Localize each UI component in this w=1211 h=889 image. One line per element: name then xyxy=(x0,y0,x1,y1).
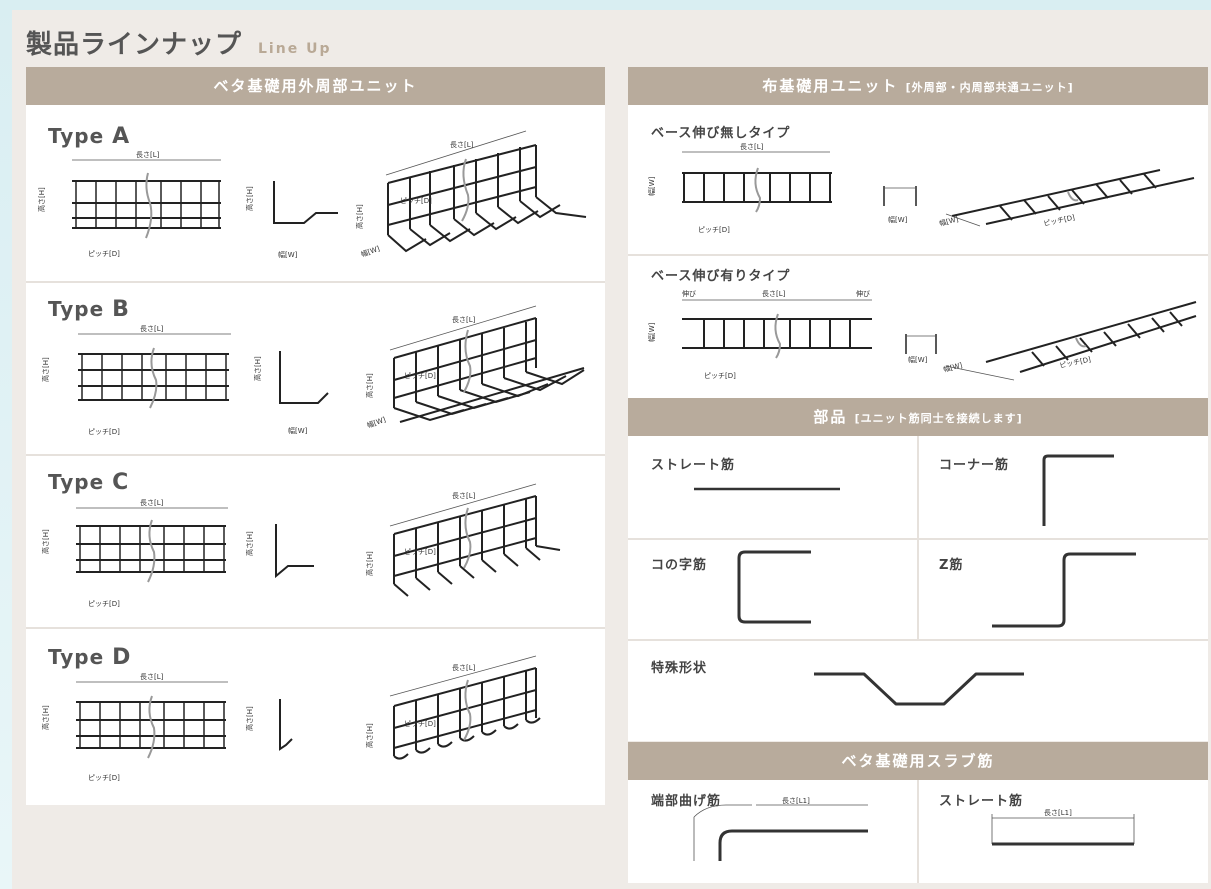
type-d-side-view: 高さ[H] xyxy=(245,699,293,751)
dim-pitch-3d: ピッチ[D] xyxy=(400,197,432,205)
part-z-label: Z筋 xyxy=(939,558,964,573)
left-header: ベタ基礎用外周部ユニット xyxy=(26,67,605,105)
type-c-side-view: 高さ[H] xyxy=(245,524,314,579)
dim-width: 幅[W] xyxy=(647,176,656,196)
dim-width: 幅[W] xyxy=(888,215,908,224)
dim-height: 高さ[H] xyxy=(365,723,374,748)
title-main: 製品ラインナップ xyxy=(26,30,243,60)
slab-end-bent-label: 端部曲げ筋 xyxy=(651,794,722,809)
unit-panel xyxy=(628,105,1208,398)
slab-straight-label: ストレート筋 xyxy=(939,794,1024,809)
dim-height: 高さ[H] xyxy=(245,531,254,556)
dim-length: 長さ[L] xyxy=(452,664,476,672)
dim-pitch: ピッチ[D] xyxy=(88,428,120,436)
dim-pitch: ピッチ[D] xyxy=(88,250,120,258)
dim-height: 高さ[H] xyxy=(37,187,46,212)
base-none-drawing: 長さ[L] 幅[W] ピッチ[D] 幅[W] 幅[W] ピッチ[D] xyxy=(647,143,1195,234)
extension-left: 伸び xyxy=(682,289,696,298)
dim-width: 幅[W] xyxy=(938,214,959,228)
dim-pitch: ピッチ[D] xyxy=(704,372,736,380)
dim-width: 幅[W] xyxy=(942,360,963,374)
dim-height: 高さ[H] xyxy=(253,356,262,381)
part-z-drawing xyxy=(992,552,1136,628)
part-straight-label: ストレート筋 xyxy=(651,458,736,473)
divider xyxy=(26,281,605,283)
type-c-heading: Type C xyxy=(48,470,130,495)
part-special-label: 特殊形状 xyxy=(651,661,708,676)
dim-width: 幅[W] xyxy=(360,244,382,259)
type-b-iso-view: 長さ[L] ピッチ[D] 高さ[H] 幅[W] xyxy=(365,305,585,430)
type-d-front-view: 長さ[L] 高さ[H] ピッチ[D] xyxy=(41,673,228,782)
dim-width: 幅[W] xyxy=(908,355,928,364)
type-b-front-view: 長さ[L] 高さ[H] ピッチ[D] xyxy=(41,325,231,436)
dim-pitch-3d: ピッチ[D] xyxy=(1043,213,1076,228)
dim-length: 長さ[L] xyxy=(740,143,764,151)
vdivider xyxy=(917,780,919,883)
slab-dim-length: 長さ[L1] xyxy=(782,797,810,805)
dim-height: 高さ[H] xyxy=(41,705,50,730)
extension-right: 伸び xyxy=(856,289,870,298)
type-a-front-view: 長さ[L] 高さ[H] ピッチ[D] xyxy=(37,151,221,258)
dim-height: 高さ[H] xyxy=(365,373,374,398)
dim-pitch: ピッチ[D] xyxy=(698,226,730,234)
base-none-label: ベース伸び無しタイプ xyxy=(651,126,791,141)
type-c-iso-view: 長さ[L] ピッチ[D] 高さ[H] xyxy=(365,483,561,597)
parts-header: 部品 [ユニット筋同士を接続します] xyxy=(628,398,1208,436)
dim-length: 長さ[L] xyxy=(140,325,164,333)
dim-pitch-3d: ピッチ[D] xyxy=(404,720,436,728)
part-u-label: コの字筋 xyxy=(651,558,708,573)
type-d-iso-view: 長さ[L] ピッチ[D] 高さ[H] xyxy=(365,655,541,760)
dim-width: 幅[W] xyxy=(366,415,388,430)
dim-length: 長さ[L] xyxy=(452,492,476,500)
divider xyxy=(26,627,605,629)
dim-width: 幅[W] xyxy=(647,322,656,342)
part-u-drawing xyxy=(737,550,811,624)
dim-length: 長さ[L] xyxy=(136,151,160,159)
type-d-heading: Type D xyxy=(48,645,132,670)
divider xyxy=(628,254,1208,256)
dim-pitch-3d: ピッチ[D] xyxy=(404,372,436,380)
dim-length: 長さ[L] xyxy=(452,316,476,324)
base-with-label: ベース伸び有りタイプ xyxy=(651,269,791,284)
dim-height: 高さ[H] xyxy=(41,357,50,382)
slab-dim-length: 長さ[L1] xyxy=(1044,809,1072,817)
base-with-drawing: 伸び 長さ[L] 伸び 幅[W] ピッチ[D] 幅[W] 幅[W] ピッチ[D] xyxy=(647,289,1197,381)
type-a-iso-view: 長さ[L] ピッチ[D] 高さ[H] 幅[W] xyxy=(355,130,587,259)
dim-width: 幅[W] xyxy=(288,426,308,435)
dim-length: 長さ[L] xyxy=(450,141,474,149)
dim-height: 高さ[H] xyxy=(355,204,364,229)
dim-height: 高さ[H] xyxy=(245,706,254,731)
dim-length: 長さ[L] xyxy=(140,673,164,681)
slab-header: ベタ基礎用スラブ筋 xyxy=(628,742,1208,780)
unit-header: 布基礎用ユニット [外周部・内周部共通ユニット] xyxy=(628,67,1208,105)
slab-end-bent-drawing: 長さ[L1] xyxy=(693,797,868,861)
part-special-drawing xyxy=(814,672,1024,706)
dim-pitch: ピッチ[D] xyxy=(88,774,120,782)
part-straight-drawing xyxy=(694,487,840,491)
divider xyxy=(26,454,605,456)
divider xyxy=(628,639,1208,641)
dim-pitch: ピッチ[D] xyxy=(88,600,120,608)
title-sub: Line Up xyxy=(258,41,332,57)
page-title: 製品ラインナップ Line Up xyxy=(26,24,332,60)
type-a-side-view: 高さ[H] 幅[W] xyxy=(245,181,338,259)
slab-straight-drawing: 長さ[L1] xyxy=(991,809,1135,846)
part-corner-label: コーナー筋 xyxy=(939,458,1010,473)
dim-length: 長さ[L] xyxy=(762,290,786,298)
type-b-heading: Type B xyxy=(48,297,130,322)
dim-pitch-3d: ピッチ[D] xyxy=(404,548,436,556)
type-b-side-view: 高さ[H] 幅[W] xyxy=(253,351,329,435)
dim-height: 高さ[H] xyxy=(41,529,50,554)
dim-width: 幅[W] xyxy=(278,250,298,259)
vdivider xyxy=(917,436,919,639)
dim-height: 高さ[H] xyxy=(365,551,374,576)
type-a-heading: Type A xyxy=(48,124,131,149)
dim-length: 長さ[L] xyxy=(140,499,164,507)
type-c-front-view: 長さ[L] 高さ[H] ピッチ[D] xyxy=(41,499,228,608)
dim-height: 高さ[H] xyxy=(245,186,254,211)
part-corner-drawing xyxy=(1042,454,1114,526)
